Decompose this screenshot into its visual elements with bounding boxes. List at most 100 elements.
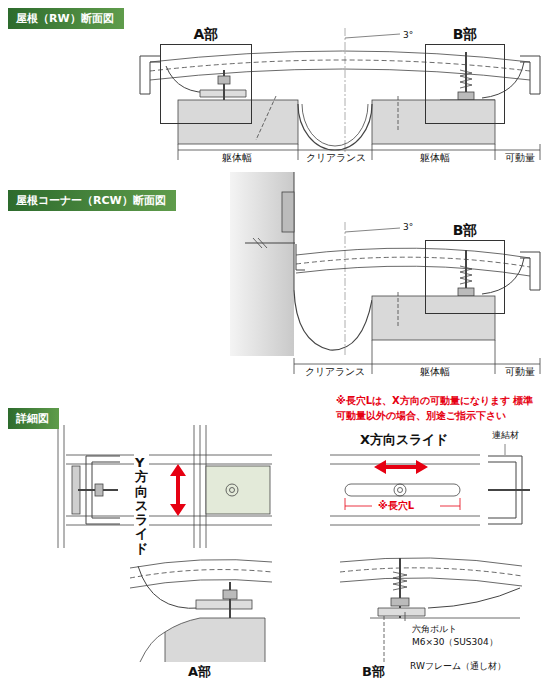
section-rcw-stroke <box>296 248 530 258</box>
detail-b-stroke <box>428 588 520 608</box>
part-heading: A部 <box>191 26 222 44</box>
section-rw-stroke <box>458 92 474 100</box>
section-rcw-stroke <box>460 266 472 284</box>
detail-x-slide-stroke <box>505 444 506 455</box>
detail-y-slide-stroke <box>95 484 103 496</box>
section-rcw-stroke <box>372 296 495 340</box>
section-rcw-stroke <box>296 266 530 276</box>
section-rw-stroke <box>178 100 298 144</box>
section-rw-stroke <box>460 70 472 88</box>
section-title: 屋根（RW）断面図 <box>16 12 114 25</box>
section-rw-stroke <box>298 104 372 150</box>
detail-y-slide-stroke <box>176 472 180 508</box>
detail-a-stroke <box>165 618 265 662</box>
section-rw-stroke <box>398 96 399 130</box>
section-rcw-stroke <box>520 252 540 290</box>
detail-y-slide-stroke <box>206 466 270 514</box>
section-rcw-stroke <box>245 242 295 243</box>
detail-x-slide-stroke <box>330 455 480 525</box>
dimension-label: 可動量 <box>503 152 537 164</box>
detail-b-stroke <box>405 612 406 621</box>
detail-y-slide-stroke <box>66 455 272 525</box>
section-rcw-stroke <box>294 290 372 350</box>
note: ※長穴Lは、X方向の可動量になります 標準可動量以外の場合、別途ご指示下さい <box>334 394 543 423</box>
section-rw-stroke <box>140 56 160 94</box>
section-rw-stroke <box>150 69 530 80</box>
section-rcw-stroke <box>345 222 346 355</box>
part-heading: B部 <box>450 26 481 44</box>
dimension-label: 躯体幅 <box>418 152 452 164</box>
part-label: 連結材 <box>490 430 521 441</box>
section-rw-stroke <box>150 51 530 62</box>
section-rw-stroke <box>256 96 276 140</box>
part-label: RWフレーム（通し材） <box>408 661 508 672</box>
section-rw-stroke <box>166 66 245 92</box>
section-rcw-stroke <box>458 288 474 296</box>
detail-a-stroke <box>196 600 252 609</box>
detail-x-slide-stroke <box>394 484 406 496</box>
detail-y-slide-stroke <box>170 464 186 516</box>
detail-x-slide-stroke <box>398 488 403 493</box>
detail-b-stroke <box>384 616 385 662</box>
detail-x-slide-stroke <box>488 489 530 491</box>
section-rcw-stroke <box>482 258 524 294</box>
part-label: M6×30（SUS304） <box>410 637 500 648</box>
detail-a-stroke <box>130 580 272 588</box>
section-rcw-stroke <box>230 172 294 356</box>
detail-x-slide <box>330 444 530 525</box>
dimension-label: 躯体幅 <box>418 366 452 378</box>
part-caption: A部 <box>186 664 213 680</box>
detail-b-stroke <box>370 618 520 619</box>
section-rcw-stroke <box>398 292 399 326</box>
part-label: 六角ボルト <box>410 624 459 635</box>
section-rcw-stroke <box>253 238 267 248</box>
angle: 3° <box>401 222 415 233</box>
detail-a-stroke <box>223 590 237 599</box>
detail-x-slide-stroke <box>384 465 418 469</box>
section-title: 詳細図 <box>16 412 49 425</box>
direction-label: X方向スライド <box>358 432 450 448</box>
section-rw-stroke <box>372 100 495 144</box>
dimension-label: クリアランス <box>303 366 367 378</box>
section-band: 屋根（RW）断面図 <box>8 8 124 29</box>
detail-b-stroke <box>391 598 409 606</box>
section-rw-stroke <box>482 62 524 98</box>
detail-frame: A部 <box>160 44 252 124</box>
section-rw-stroke <box>302 104 368 146</box>
detail-b <box>340 558 522 662</box>
detail-frame: B部 <box>425 44 505 124</box>
detail-a-stroke <box>130 560 272 568</box>
detail-y-slide-stroke <box>58 425 206 548</box>
detail-y-slide <box>58 425 272 548</box>
detail-b-stroke <box>393 572 407 590</box>
section-rcw-stroke <box>296 257 530 267</box>
detail-b-stroke <box>340 558 522 566</box>
detail-b-stroke <box>340 578 522 586</box>
part-heading: B部 <box>450 222 481 240</box>
dimension-label: 躯体幅 <box>220 152 254 164</box>
section-rcw-stroke <box>282 192 294 232</box>
section-rw-stroke <box>178 150 540 151</box>
detail-a-stroke <box>140 632 165 662</box>
section-band: 詳細図 <box>8 408 59 429</box>
detail-a-stroke <box>130 570 272 578</box>
section-title: 屋根コーナー（RCW）断面図 <box>16 194 166 207</box>
dimension-label: 可動量 <box>503 366 537 378</box>
detail-y-slide-stroke <box>226 484 238 496</box>
detail-x-slide-stroke <box>374 460 428 474</box>
detail-b-stroke <box>378 608 425 616</box>
section-rw-stroke <box>218 76 230 84</box>
detail-a <box>130 560 272 662</box>
section-rcw-stroke <box>345 228 400 232</box>
section-rw <box>140 28 540 160</box>
dimension-label: クリアランス <box>304 152 368 164</box>
section-rw-stroke <box>345 28 346 160</box>
dimension-label: ※長穴L <box>376 500 416 512</box>
detail-y-slide-stroke <box>230 488 235 493</box>
detail-x-slide-stroke <box>345 484 460 496</box>
section-rw-stroke <box>345 34 400 38</box>
angle: 3° <box>401 30 415 41</box>
detail-frame: B部 <box>425 240 505 314</box>
